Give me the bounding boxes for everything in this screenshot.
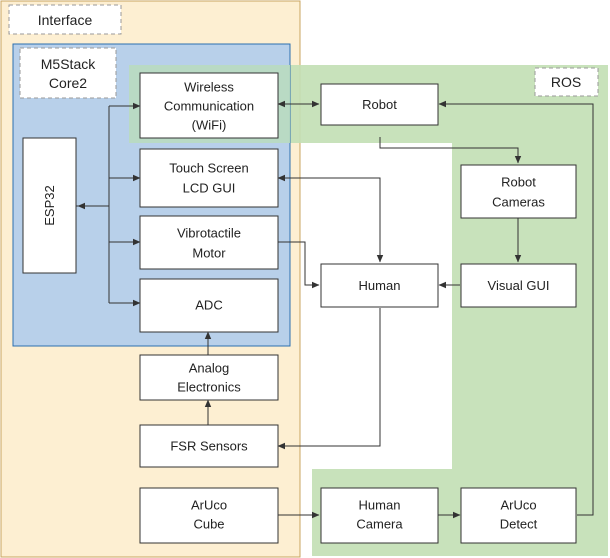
connectors — [76, 100, 594, 519]
esp32-label: ESP32 — [42, 185, 57, 225]
vibro-block: Vibrotactile Motor — [139, 215, 279, 270]
visual-gui-label: Visual GUI — [488, 278, 550, 293]
human-to-fsr-arrow — [277, 308, 381, 450]
m5stack-label-line1: M5Stack — [41, 56, 96, 72]
aruco-cube-label-line1: ArUco — [191, 498, 227, 513]
ros-tag: ROS — [534, 67, 599, 97]
robot-cameras-block: Robot Cameras — [460, 164, 577, 219]
ros-label: ROS — [551, 74, 581, 90]
robot-block: Robot — [320, 83, 439, 126]
robot-to-cameras-arrow — [379, 137, 522, 164]
fsr-block: FSR Sensors — [139, 424, 279, 468]
robot-cameras-label-line2: Cameras — [492, 195, 545, 210]
interface-label: Interface — [38, 12, 93, 28]
aruco-detect-block: ArUco Detect — [460, 487, 577, 544]
human-camera-label-line2: Camera — [356, 517, 403, 532]
aruco-cube-label-line2: Cube — [193, 517, 224, 532]
human-block: Human — [320, 263, 439, 308]
aruco-detect-label-line2: Detect — [500, 517, 538, 532]
robot-cameras-label-line1: Robot — [501, 175, 536, 190]
adc-block: ADC — [139, 278, 279, 333]
robot-label: Robot — [362, 97, 397, 112]
fsr-label: FSR Sensors — [170, 439, 248, 454]
wireless-label-line3: (WiFi) — [192, 118, 227, 133]
m5stack-tag: M5Stack Core2 — [19, 47, 117, 99]
vibro-label-line1: Vibrotactile — [177, 226, 241, 241]
aruco-cube-block: ArUco Cube — [139, 487, 279, 544]
touch-block: Touch Screen LCD GUI — [139, 148, 279, 208]
touch-label-line2: LCD GUI — [183, 181, 236, 196]
touch-label-line1: Touch Screen — [169, 161, 249, 176]
analog-block: Analog Electronics — [139, 354, 279, 401]
human-label: Human — [359, 278, 401, 293]
detect-to-robot-arrow — [438, 100, 594, 516]
interface-tag: Interface — [8, 4, 122, 35]
analog-label-line1: Analog — [189, 361, 229, 376]
wireless-label-line1: Wireless — [184, 80, 234, 95]
human-camera-block: Human Camera — [320, 487, 439, 544]
wireless-block: Wireless Communication (WiFi) — [139, 72, 279, 139]
human-camera-label-line1: Human — [359, 498, 401, 513]
vibro-to-human-arrow — [278, 241, 320, 289]
esp32-block: ESP32 — [22, 137, 77, 274]
adc-label: ADC — [195, 298, 222, 313]
analog-label-line2: Electronics — [177, 380, 241, 395]
visual-gui-block: Visual GUI — [460, 263, 577, 308]
wireless-label-line2: Communication — [164, 99, 254, 114]
aruco-detect-label-line1: ArUco — [500, 498, 536, 513]
m5stack-label-line2: Core2 — [49, 75, 87, 91]
vibro-label-line2: Motor — [192, 246, 226, 261]
